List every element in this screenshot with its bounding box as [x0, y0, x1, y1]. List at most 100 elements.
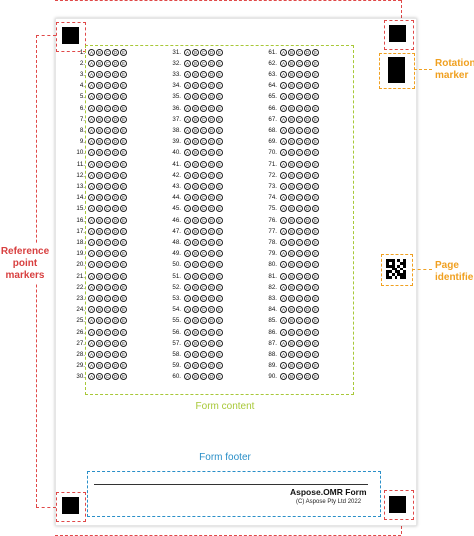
answer-bubble[interactable]: C [296, 149, 303, 157]
answer-bubble[interactable]: E [312, 238, 319, 246]
answer-bubble[interactable]: C [200, 362, 207, 370]
answer-bubble[interactable]: E [312, 373, 319, 381]
answer-bubble[interactable]: A [184, 350, 191, 358]
answer-bubble[interactable]: C [200, 182, 207, 190]
answer-bubble[interactable]: B [192, 250, 199, 258]
answer-bubble[interactable]: A [88, 216, 95, 224]
answer-bubble[interactable]: D [304, 70, 311, 78]
answer-bubble[interactable]: A [88, 93, 95, 101]
answer-bubble[interactable]: D [208, 328, 215, 336]
answer-bubble[interactable]: E [216, 373, 223, 381]
answer-bubble[interactable]: D [304, 283, 311, 291]
answer-bubble[interactable]: A [88, 306, 95, 314]
answer-bubble[interactable]: A [88, 59, 95, 67]
answer-bubble[interactable]: A [88, 182, 95, 190]
answer-bubble[interactable]: C [296, 306, 303, 314]
answer-bubble[interactable]: C [200, 294, 207, 302]
answer-bubble[interactable]: D [208, 149, 215, 157]
answer-bubble[interactable]: C [296, 182, 303, 190]
answer-bubble[interactable]: E [120, 126, 127, 134]
answer-bubble[interactable]: E [120, 70, 127, 78]
answer-bubble[interactable]: C [296, 294, 303, 302]
answer-bubble[interactable]: C [296, 93, 303, 101]
answer-bubble[interactable]: D [208, 59, 215, 67]
answer-bubble[interactable]: B [192, 104, 199, 112]
answer-bubble[interactable]: A [280, 205, 287, 213]
answer-bubble[interactable]: A [88, 149, 95, 157]
answer-bubble[interactable]: B [192, 350, 199, 358]
answer-bubble[interactable]: D [304, 48, 311, 56]
answer-bubble[interactable]: B [96, 294, 103, 302]
answer-bubble[interactable]: E [216, 294, 223, 302]
answer-bubble[interactable]: E [216, 70, 223, 78]
answer-bubble[interactable]: B [192, 328, 199, 336]
answer-bubble[interactable]: E [216, 306, 223, 314]
answer-bubble[interactable]: D [304, 104, 311, 112]
answer-bubble[interactable]: C [200, 115, 207, 123]
answer-bubble[interactable]: A [88, 48, 95, 56]
answer-bubble[interactable]: A [88, 362, 95, 370]
answer-bubble[interactable]: B [288, 306, 295, 314]
answer-bubble[interactable]: D [208, 317, 215, 325]
answer-bubble[interactable]: D [208, 104, 215, 112]
answer-bubble[interactable]: A [280, 216, 287, 224]
answer-bubble[interactable]: B [96, 70, 103, 78]
answer-bubble[interactable]: B [96, 317, 103, 325]
answer-bubble[interactable]: A [184, 182, 191, 190]
answer-bubble[interactable]: E [120, 82, 127, 90]
answer-bubble[interactable]: C [104, 138, 111, 146]
answer-bubble[interactable]: E [216, 93, 223, 101]
answer-bubble[interactable]: B [288, 250, 295, 258]
answer-bubble[interactable]: D [112, 283, 119, 291]
answer-bubble[interactable]: C [200, 138, 207, 146]
answer-bubble[interactable]: A [184, 93, 191, 101]
answer-bubble[interactable]: A [280, 373, 287, 381]
answer-bubble[interactable]: E [216, 328, 223, 336]
answer-bubble[interactable]: E [312, 82, 319, 90]
answer-bubble[interactable]: B [96, 115, 103, 123]
answer-bubble[interactable]: A [280, 250, 287, 258]
answer-bubble[interactable]: E [120, 171, 127, 179]
answer-bubble[interactable]: C [200, 306, 207, 314]
answer-bubble[interactable]: C [104, 238, 111, 246]
answer-bubble[interactable]: E [120, 160, 127, 168]
answer-bubble[interactable]: D [112, 317, 119, 325]
answer-bubble[interactable]: E [312, 149, 319, 157]
answer-bubble[interactable]: E [216, 216, 223, 224]
answer-bubble[interactable]: D [208, 283, 215, 291]
answer-bubble[interactable]: D [208, 272, 215, 280]
answer-bubble[interactable]: C [296, 317, 303, 325]
answer-bubble[interactable]: A [280, 126, 287, 134]
answer-bubble[interactable]: A [184, 82, 191, 90]
answer-bubble[interactable]: E [120, 294, 127, 302]
answer-bubble[interactable]: D [112, 104, 119, 112]
answer-bubble[interactable]: A [280, 194, 287, 202]
answer-bubble[interactable]: B [288, 339, 295, 347]
answer-bubble[interactable]: C [104, 339, 111, 347]
answer-bubble[interactable]: C [200, 149, 207, 157]
answer-bubble[interactable]: B [96, 48, 103, 56]
answer-bubble[interactable]: D [208, 227, 215, 235]
answer-bubble[interactable]: D [112, 149, 119, 157]
answer-bubble[interactable]: A [88, 194, 95, 202]
answer-bubble[interactable]: D [208, 205, 215, 213]
answer-bubble[interactable]: E [312, 182, 319, 190]
answer-bubble[interactable]: A [184, 48, 191, 56]
answer-bubble[interactable]: D [208, 238, 215, 246]
answer-bubble[interactable]: D [112, 272, 119, 280]
answer-bubble[interactable]: A [88, 339, 95, 347]
answer-bubble[interactable]: A [88, 283, 95, 291]
answer-bubble[interactable]: B [96, 362, 103, 370]
answer-bubble[interactable]: B [288, 182, 295, 190]
answer-bubble[interactable]: A [88, 317, 95, 325]
answer-bubble[interactable]: A [88, 328, 95, 336]
answer-bubble[interactable]: C [200, 317, 207, 325]
answer-bubble[interactable]: D [304, 194, 311, 202]
answer-bubble[interactable]: E [120, 104, 127, 112]
answer-bubble[interactable]: D [208, 93, 215, 101]
answer-bubble[interactable]: A [88, 115, 95, 123]
answer-bubble[interactable]: B [288, 261, 295, 269]
answer-bubble[interactable]: B [96, 82, 103, 90]
answer-bubble[interactable]: C [296, 138, 303, 146]
answer-bubble[interactable]: C [200, 250, 207, 258]
